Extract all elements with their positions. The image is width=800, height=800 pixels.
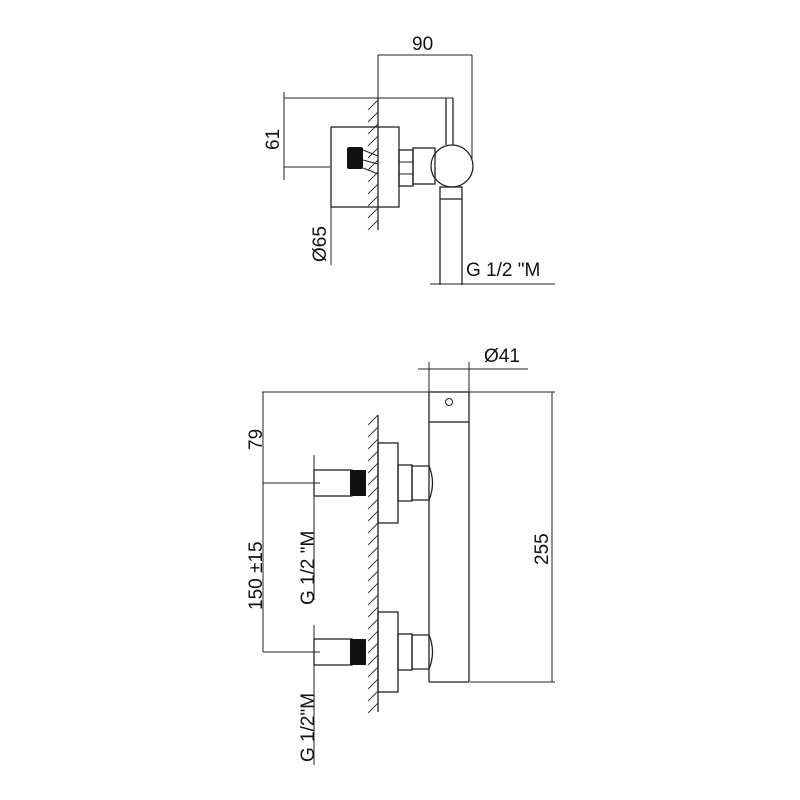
dim-top-offset-79: 79	[246, 429, 267, 450]
thread-label-upper: G 1/2 "M	[298, 531, 319, 605]
dim-height-255: 255	[532, 533, 553, 565]
front-view: Ø41 79 150 ±15 255	[246, 346, 555, 765]
thread-label-top: G 1/2 "M	[466, 260, 540, 281]
dim-diameter-41: Ø41	[484, 346, 520, 367]
dim-width-90: 90	[412, 34, 433, 55]
dim-diameter-65: Ø65	[310, 226, 331, 262]
thread-label-lower: G 1/2"M	[298, 693, 319, 762]
top-view: 90 61 Ø65	[263, 34, 555, 285]
dim-offset-61: 61	[263, 129, 284, 150]
dim-spacing-150: 150 ±15	[246, 541, 267, 610]
